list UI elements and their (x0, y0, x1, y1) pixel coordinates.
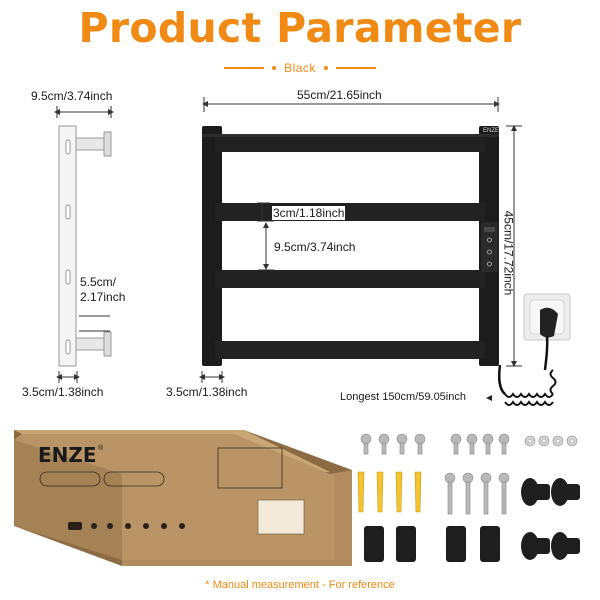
control-panel (481, 222, 498, 272)
color-subtitle: Black (284, 61, 316, 75)
end-caps (364, 526, 500, 562)
short-bolts (450, 433, 510, 455)
box-icon-panel (217, 447, 283, 489)
side-mount-spacing-line2: 2.17inch (80, 290, 126, 304)
bar-2 (215, 203, 485, 221)
subtitle-divider-right (335, 67, 376, 69)
wall-anchors (357, 471, 422, 513)
front-height-label: 45cm/17.72inch (501, 210, 516, 296)
side-standoff-top (75, 137, 107, 151)
side-view (54, 106, 114, 383)
bar-4 (215, 341, 485, 359)
bar-3 (215, 270, 485, 288)
rail-left (202, 126, 222, 366)
side-mount-spacing-line1: 5.5cm/ (80, 275, 117, 289)
power-plug (540, 307, 558, 338)
cable-length-label: Longest 150cm/59.05inch (340, 391, 466, 403)
washers (524, 435, 578, 447)
hardware-kit (357, 433, 580, 562)
bar-1 (215, 134, 485, 152)
foot-width-label: 3.5cm/1.38inch (166, 385, 248, 399)
side-wall-plate (58, 125, 77, 367)
measurement-footnote: * Manual measurement - For reference (205, 579, 395, 591)
package-box: ENZE ® (14, 430, 352, 566)
short-screws (360, 433, 426, 455)
subtitle-divider-left (224, 67, 265, 69)
long-screws (444, 472, 510, 515)
coiled-cable (497, 335, 549, 395)
frame-brand-mark: ENZE (483, 128, 499, 134)
subtitle-row: Black (0, 60, 600, 76)
page-title: Product Parameter (78, 4, 522, 52)
subtitle-dot-left (272, 66, 277, 70)
front-width-label: 55cm/21.65inch (297, 88, 382, 102)
box-brand: ENZE (38, 443, 97, 467)
box-top-face (14, 434, 330, 520)
side-top-width-label: 9.5cm/3.74inch (31, 89, 113, 103)
side-mount-spacing-label: 5.5cm/ 2.17inch (80, 275, 125, 305)
subtitle-dot-right (323, 66, 328, 70)
bar-gap-label: 9.5cm/3.74inch (274, 240, 356, 254)
side-bottom-width-label: 3.5cm/1.38inch (22, 385, 104, 399)
bar-thickness-label: 3cm/1.18inch (272, 206, 346, 220)
side-standoff-bottom (75, 337, 107, 351)
mounting-brackets (521, 478, 580, 560)
box-label (257, 499, 305, 535)
svg-text:®: ® (98, 444, 104, 452)
